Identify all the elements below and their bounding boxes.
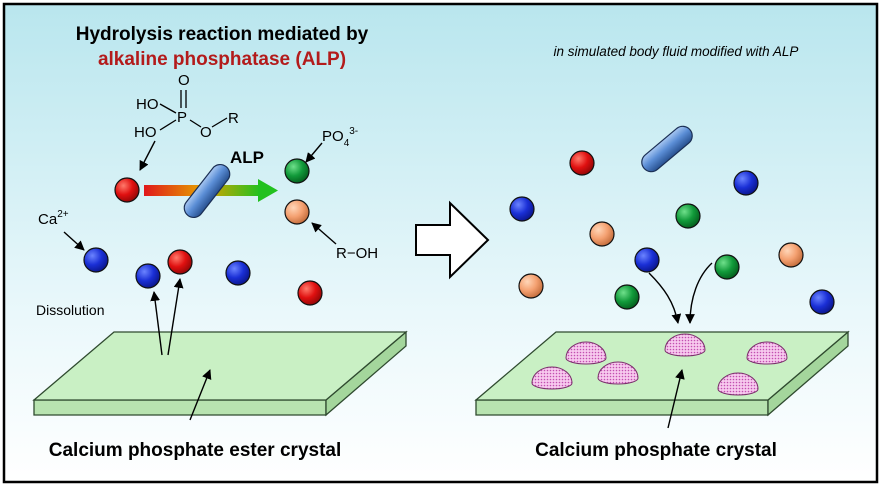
- subtitle: in simulated body fluid modified with AL…: [554, 44, 799, 59]
- dissolution-arrow-1: [150, 291, 163, 356]
- phosphate-particle: [675, 203, 701, 229]
- right-crystal-label: Calcium phosphate crystal: [535, 440, 777, 461]
- alcohol-particle: [518, 273, 544, 299]
- title-line2: alkaline phosphatase (ALP): [98, 49, 346, 70]
- pointer-to-alcohol: [311, 222, 337, 245]
- deposit-dome: [531, 366, 573, 390]
- left-crystal-label: Calcium phosphate ester crystal: [49, 440, 342, 461]
- r-oh-label: R−OH: [336, 245, 378, 262]
- reaction-arrow-head: [258, 179, 278, 202]
- enzyme-capsule-right: [641, 125, 693, 173]
- alp-label: ALP: [230, 148, 264, 167]
- calcium-particle: [733, 170, 759, 196]
- bond-p-o: [189, 119, 202, 128]
- right-slab-front: [475, 399, 769, 416]
- alcohol-particle: [284, 199, 310, 225]
- calcium-particle: [509, 196, 535, 222]
- po4-label: PO43-: [322, 126, 358, 149]
- phosphate-ester-structure: HO O P HO O R: [134, 72, 239, 171]
- pointer-to-substrate: [139, 140, 156, 171]
- ca-label: Ca2+: [38, 209, 69, 228]
- phosphate-particle: [614, 284, 640, 310]
- left-slab-front: [33, 399, 327, 416]
- deposit-dome: [717, 372, 759, 396]
- deposit-dome: [565, 341, 607, 365]
- title-line1: Hydrolysis reaction mediated by: [76, 24, 369, 45]
- calcium-particle: [809, 289, 835, 315]
- hollow-right-arrow-icon: [415, 200, 490, 280]
- phosphate-particle: [714, 254, 740, 280]
- dissolution-label: Dissolution: [36, 302, 104, 318]
- pointer-to-right-crystal: [667, 369, 685, 429]
- substrate-particle: [297, 280, 323, 306]
- alcohol-particle: [589, 221, 615, 247]
- ho-top-label: HO: [136, 96, 159, 113]
- enzyme-capsule-left: [183, 163, 231, 219]
- pointer-to-phosphate: [305, 142, 323, 163]
- calcium-particle: [634, 247, 660, 273]
- calcium-particle: [135, 263, 161, 289]
- alcohol-particle: [778, 242, 804, 268]
- phosphate-particle: [284, 158, 310, 184]
- calcium-particle: [225, 260, 251, 286]
- bond-o-r: [211, 117, 228, 128]
- deposits: [531, 333, 788, 396]
- substrate-particle: [569, 150, 595, 176]
- substrate-particle: [114, 177, 140, 203]
- ho-bottom-label: HO: [134, 124, 157, 141]
- precipitation-arrow-phosphate: [685, 262, 713, 324]
- right-particles: [509, 150, 835, 315]
- precipitation-arrow-calcium: [648, 272, 682, 324]
- left-slab-top: [32, 331, 408, 401]
- dissolution-arrow-2: [167, 278, 184, 356]
- bond-ho-top: [159, 103, 177, 114]
- substrate-particle: [167, 249, 193, 275]
- pointer-to-calcium: [63, 231, 85, 251]
- p-label: P: [177, 109, 187, 126]
- pointer-to-left-crystal: [189, 369, 212, 421]
- bond-ho-bottom: [159, 119, 177, 131]
- r-label: R: [228, 110, 239, 127]
- o-ester-label: O: [200, 124, 212, 141]
- deposit-dome: [664, 333, 706, 357]
- left-crystal-slab: [32, 330, 408, 417]
- left-particles: [83, 158, 323, 306]
- o-double-label: O: [178, 72, 190, 89]
- deposit-dome: [746, 341, 788, 365]
- deposit-dome: [597, 361, 639, 385]
- calcium-particle: [83, 247, 109, 273]
